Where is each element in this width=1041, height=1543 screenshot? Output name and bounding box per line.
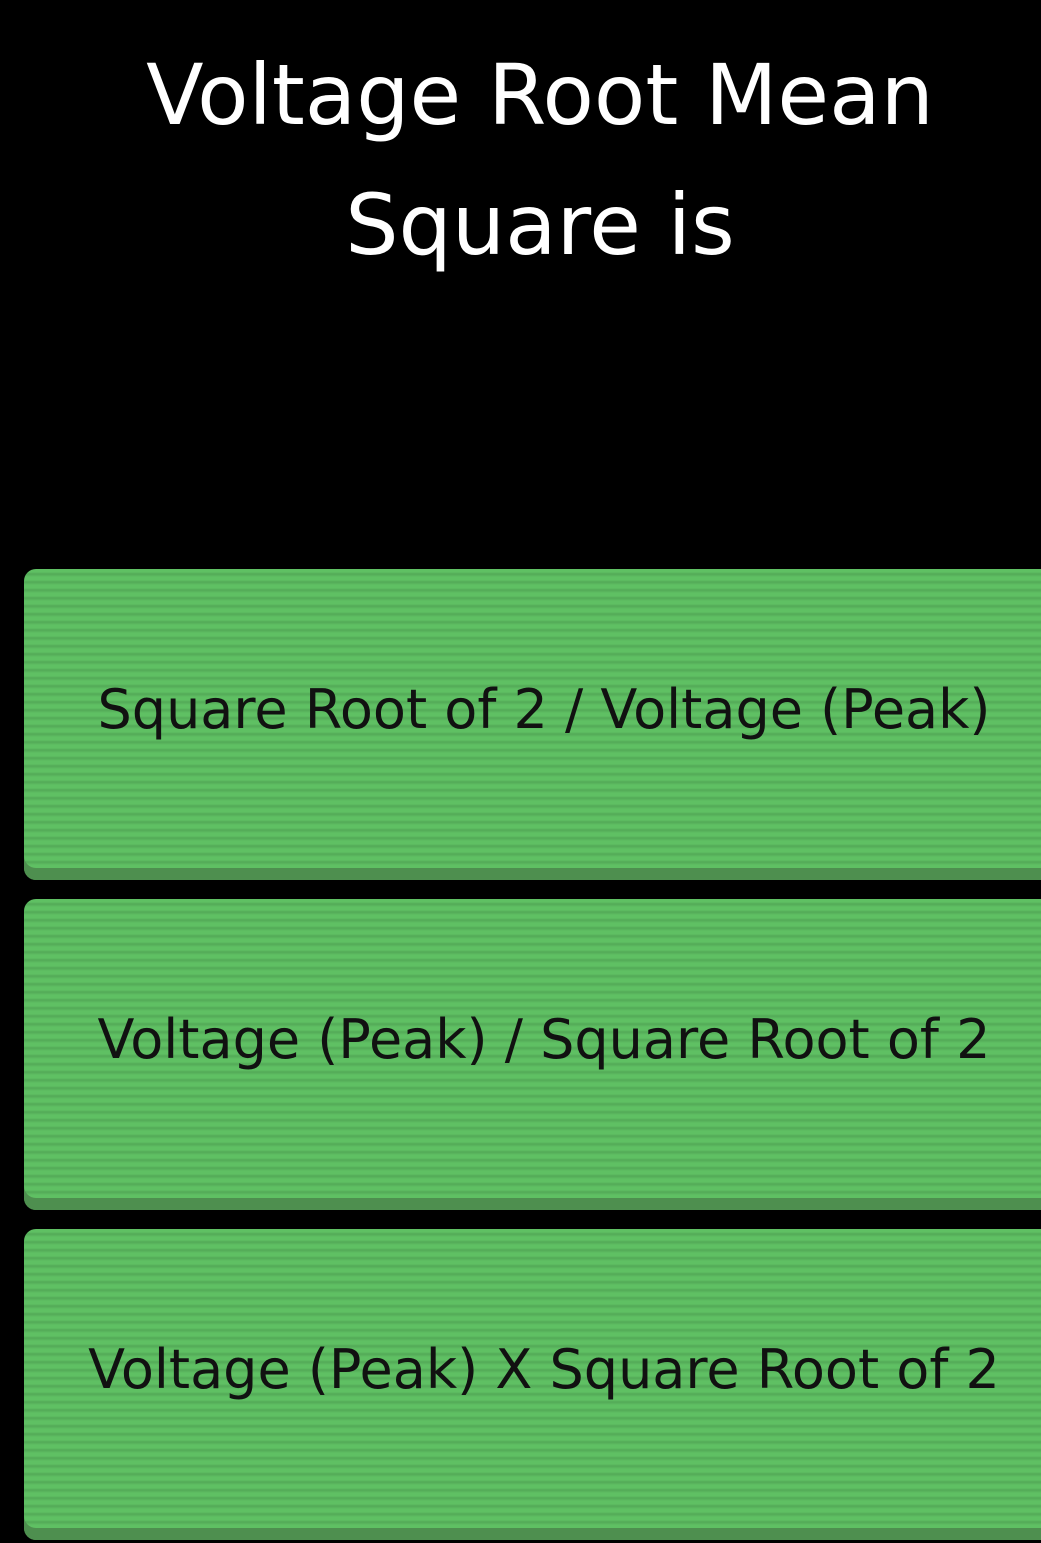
question-title: Voltage Root Mean Square is [146, 46, 934, 274]
answer-label: Voltage (Peak) X Square Root of 2 [88, 1337, 1000, 1401]
answer-label: Square Root of 2 / Voltage (Peak) [97, 677, 991, 741]
answer-option-3[interactable]: Voltage (Peak) X Square Root of 2 [24, 1229, 1041, 1540]
answer-option-2[interactable]: Voltage (Peak) / Square Root of 2 [24, 899, 1041, 1210]
answer-label: Voltage (Peak) / Square Root of 2 [97, 1007, 991, 1071]
answer-option-1[interactable]: Square Root of 2 / Voltage (Peak) [24, 569, 1041, 880]
